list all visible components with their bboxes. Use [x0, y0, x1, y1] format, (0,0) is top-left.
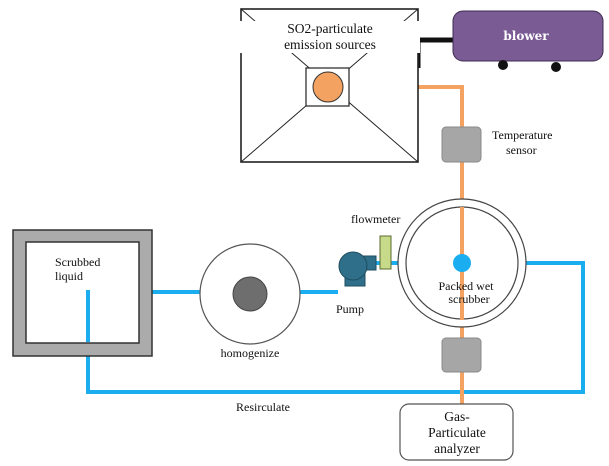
analyzer-label-line1: Gas-	[444, 409, 470, 424]
temperature-sensor-label-line2: sensor	[506, 143, 537, 157]
emission-source-box: SO2-particulate emission sources	[238, 8, 420, 163]
temperature-sensor: Temperature sensor	[441, 126, 552, 163]
pump: Pump	[336, 251, 377, 316]
emission-box-title-line2: emission sources	[284, 37, 376, 52]
scrubbed-liquid-label-line1: Scrubbed	[55, 255, 100, 269]
analyzer-label-line3: analyzer	[434, 441, 480, 456]
homogenize-label: homogenize	[221, 346, 280, 360]
homogenizer: homogenize	[199, 243, 301, 360]
scrubber-spray-nozzle	[453, 254, 471, 272]
outlet-sensor	[441, 337, 482, 373]
blower: blower	[452, 10, 604, 72]
emission-box-title-line1: SO2-particulate	[287, 21, 372, 36]
recirculation-line	[86, 261, 585, 394]
flowmeter: flowmeter	[351, 212, 400, 270]
homogenizer-core	[232, 276, 268, 312]
temperature-sensor-label-line1: Temperature	[492, 128, 552, 142]
blower-duct	[415, 37, 453, 68]
scrubbed-liquid-label-line2: liquid	[55, 269, 83, 283]
blower-label: blower	[503, 29, 549, 43]
blower-wheel-left	[498, 60, 508, 70]
scrubber-label-line1: Packed wet	[439, 279, 495, 293]
analyzer-label-line2: Particulate	[428, 425, 486, 440]
resirculate-label: Resirculate	[236, 400, 290, 414]
gas-particulate-analyzer: Gas- Particulate analyzer	[399, 403, 514, 461]
flowmeter-label: flowmeter	[351, 212, 400, 226]
pump-label: Pump	[336, 302, 364, 316]
blower-wheel-right	[551, 62, 561, 72]
scrubber-label-line2: scrubber	[448, 292, 489, 306]
scrubbed-liquid-tank: Scrubbed liquid	[12, 229, 153, 357]
packed-wet-scrubber: Packed wet scrubber	[397, 198, 527, 328]
emission-source-circle	[312, 71, 344, 103]
